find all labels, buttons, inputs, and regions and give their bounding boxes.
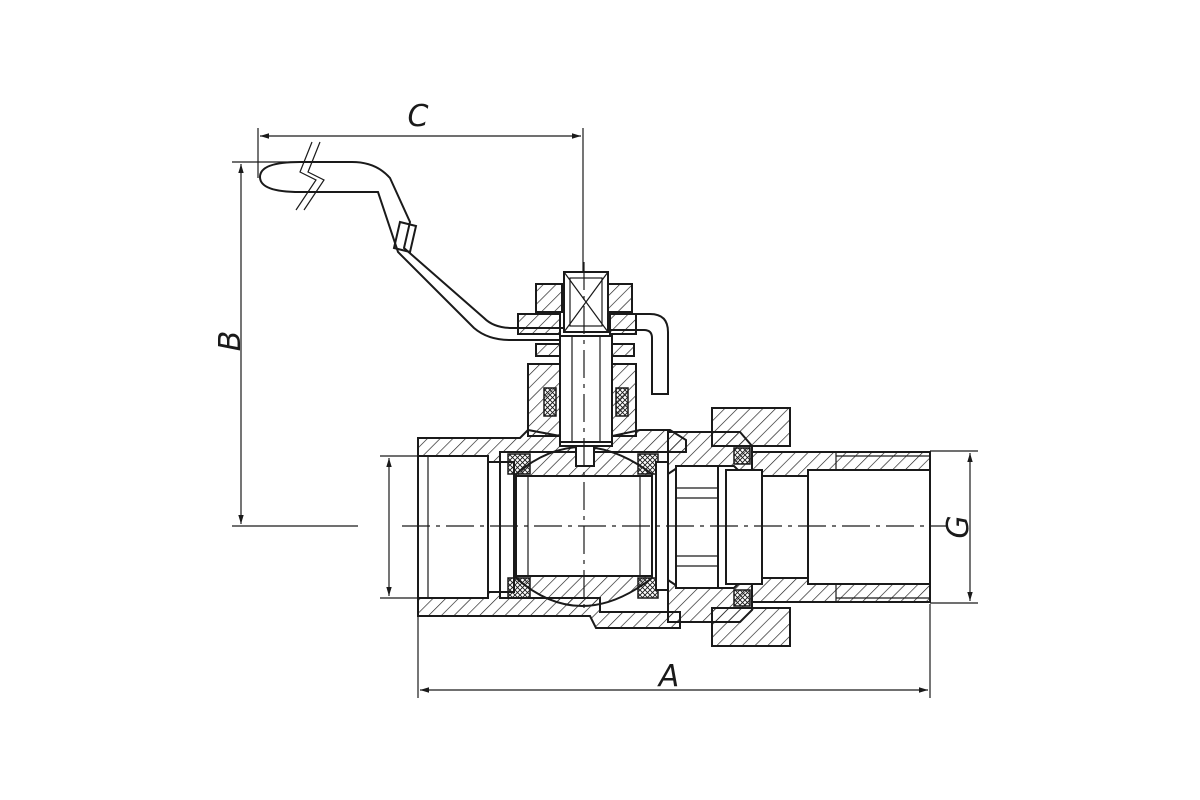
valve-body <box>417 428 687 629</box>
union-nut <box>667 407 791 647</box>
dimension-label-b: B <box>213 331 248 352</box>
dimension-b <box>232 161 358 527</box>
lever-handle <box>258 141 669 395</box>
dimension-label-c: C <box>408 99 429 134</box>
stem-nut <box>517 271 637 335</box>
dimension-label-a: A <box>657 659 680 694</box>
stem-housing <box>527 363 637 437</box>
dimension-g <box>930 450 978 604</box>
dimension-a <box>417 604 931 698</box>
tailpiece <box>751 451 931 603</box>
valve-stem <box>535 335 635 443</box>
dimension-inlet <box>380 455 418 599</box>
dimension-label-g: G <box>941 515 976 538</box>
